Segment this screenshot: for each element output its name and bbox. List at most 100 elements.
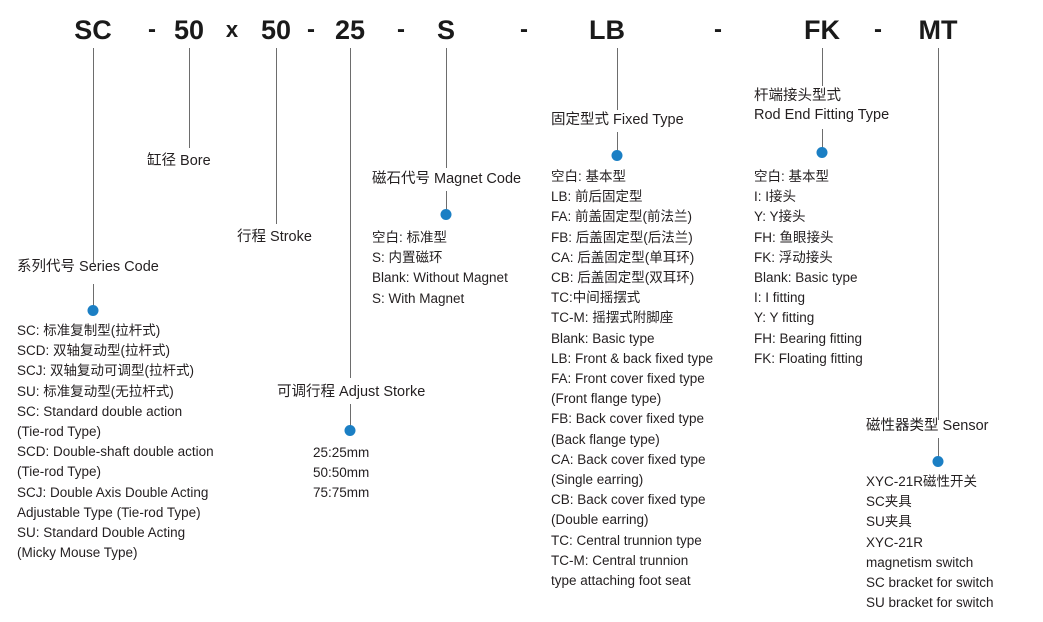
option-item: TC-M: 摇摆式附脚座 [551,310,674,326]
option-item: FH: 鱼眼接头 [754,229,834,245]
option-item: (Back flange type) [551,431,660,447]
option-item: SU: Standard Double Acting [17,525,186,541]
option-item: SCJ: Double Axis Double Acting [17,484,209,500]
code-separator-3: - [397,16,405,43]
stem-line-series-code [93,284,94,308]
option-item: S: 内置磁环 [372,250,443,266]
option-list-magnet-code: 空白: 标准型 S: 内置磁环 Blank: Without Magnet S:… [372,228,508,309]
option-item: SC: 标准复制型(拉杆式) [17,323,161,338]
code-separator-1: - [148,16,156,43]
connector-line-series-code [93,48,94,264]
option-item: type attaching foot seat [551,573,691,589]
option-item: SC: Standard double action [17,403,183,419]
anchor-dot-series-code [87,305,99,316]
option-item: magnetism switch [866,554,974,570]
connector-line-stroke [276,48,277,224]
option-item: SCD: 双轴复动型(拉杆式) [17,343,170,359]
option-item: FB: Back cover fixed type [551,411,705,427]
option-item: SC bracket for switch [866,575,994,591]
option-item: SU: 标准复动型(无拉杆式) [17,383,174,399]
anchor-dot-magnet-code [440,209,452,220]
option-item: (Tie-rod Type) [17,464,102,480]
option-item: CB: Back cover fixed type [551,492,706,508]
connector-line-rod-end [822,48,823,86]
option-item: (Double earring) [551,512,649,528]
option-item: TC:中间摇摆式 [551,290,641,306]
stem-line-fixed-type [617,132,618,154]
option-item: SU夹具 [866,514,912,530]
connector-line-fixed-type [617,48,618,110]
group-title-bore: 缸径 Bore [147,153,211,169]
option-item: 25:25mm [313,445,370,460]
option-item: S: With Magnet [372,290,465,306]
option-list-adjust-stroke: 25:25mm 50:50mm 75:75mm [313,443,369,504]
code-separator-2: - [307,16,315,43]
group-title-rod-end-fitting-cn: 杆端接头型式 [754,88,841,104]
option-item: 空白: 基本型 [754,169,830,184]
stem-line-magnet-code [446,191,447,213]
option-item: (Tie-rod Type) [17,424,102,440]
option-item: SU bracket for switch [866,595,994,611]
option-item: CB: 后盖固定型(双耳环) [551,270,695,286]
option-item: 50:50mm [313,465,370,481]
option-item: Adjustable Type (Tie-rod Type) [17,504,201,520]
code-token-bore: 50 [173,15,205,45]
option-item: (Front flange type) [551,391,662,407]
option-item: FA: Front cover fixed type [551,371,705,387]
code-token-multiply: x [225,17,239,42]
option-item: XYC-21R磁性开关 [866,474,978,489]
option-item: LB: 前后固定型 [551,189,643,205]
option-item: FB: 后盖固定型(后法兰) [551,229,693,245]
connector-line-bore [189,48,190,148]
group-title-series-code: 系列代号 Series Code [17,259,159,275]
stem-line-adjust-stroke [350,404,351,428]
option-item: 空白: 标准型 [372,230,448,245]
connector-line-magnet-code [446,48,447,168]
product-code-row: SC - 50 x 50 - 25 - S - LB - FK - MT [0,12,1043,52]
option-list-sensor: XYC-21R磁性开关 SC夹具 SU夹具 XYC-21R magnetism … [866,472,994,613]
option-item: SCJ: 双轴复动可调型(拉杆式) [17,363,194,379]
code-separator-4: - [520,16,528,43]
code-token-magnet: S [436,15,456,45]
option-item: TC: Central trunnion type [551,532,702,548]
connector-line-adjust-stroke [350,48,351,378]
group-title-magnet-code: 磁石代号 Magnet Code [372,171,522,187]
anchor-dot-sensor [932,456,944,467]
option-item: I: I接头 [754,189,797,205]
code-separator-6: - [874,16,882,43]
option-item: FA: 前盖固定型(前法兰) [551,209,692,225]
code-token-fixed-type: LB [589,15,625,45]
code-token-adjust-stroke: 25 [334,15,366,45]
option-item: SCD: Double-shaft double action [17,444,214,460]
option-item: 75:75mm [313,485,370,501]
anchor-dot-rod-end [816,147,828,158]
code-token-series: SC [74,15,112,45]
connector-line-sensor [938,48,939,420]
option-item: Blank: Basic type [551,330,655,346]
option-item: SC夹具 [866,494,912,510]
stem-line-rod-end [822,129,823,151]
group-title-rod-end-fitting-en: Rod End Fitting Type [754,107,890,123]
code-token-stroke: 50 [260,15,292,45]
group-title-sensor: 磁性器类型 Sensor [866,418,989,434]
option-list-series-code: SC: 标准复制型(拉杆式) SCD: 双轴复动型(拉杆式) SCJ: 双轴复动… [17,321,214,563]
group-title-fixed-type: 固定型式 Fixed Type [551,112,684,128]
stem-line-sensor [938,438,939,460]
option-item: TC-M: Central trunnion [551,552,689,568]
option-item: Y: Y fitting [754,310,815,326]
code-separator-5: - [714,16,722,43]
option-item: CA: 后盖固定型(单耳环) [551,249,695,265]
option-item: Y: Y接头 [754,209,806,225]
option-item: FK: 浮动接头 [754,249,833,265]
anchor-dot-fixed-type [611,150,623,161]
option-item: FK: Floating fitting [754,350,863,366]
option-item: 空白: 基本型 [551,169,627,184]
option-item: LB: Front & back fixed type [551,350,714,366]
group-title-adjust-stroke: 可调行程 Adjust Storke [277,384,426,400]
option-item: FH: Bearing fitting [754,330,863,346]
group-title-stroke: 行程 Stroke [237,229,312,245]
code-token-sensor: MT [918,15,958,45]
option-item: (Micky Mouse Type) [17,545,138,561]
option-item: CA: Back cover fixed type [551,451,706,467]
